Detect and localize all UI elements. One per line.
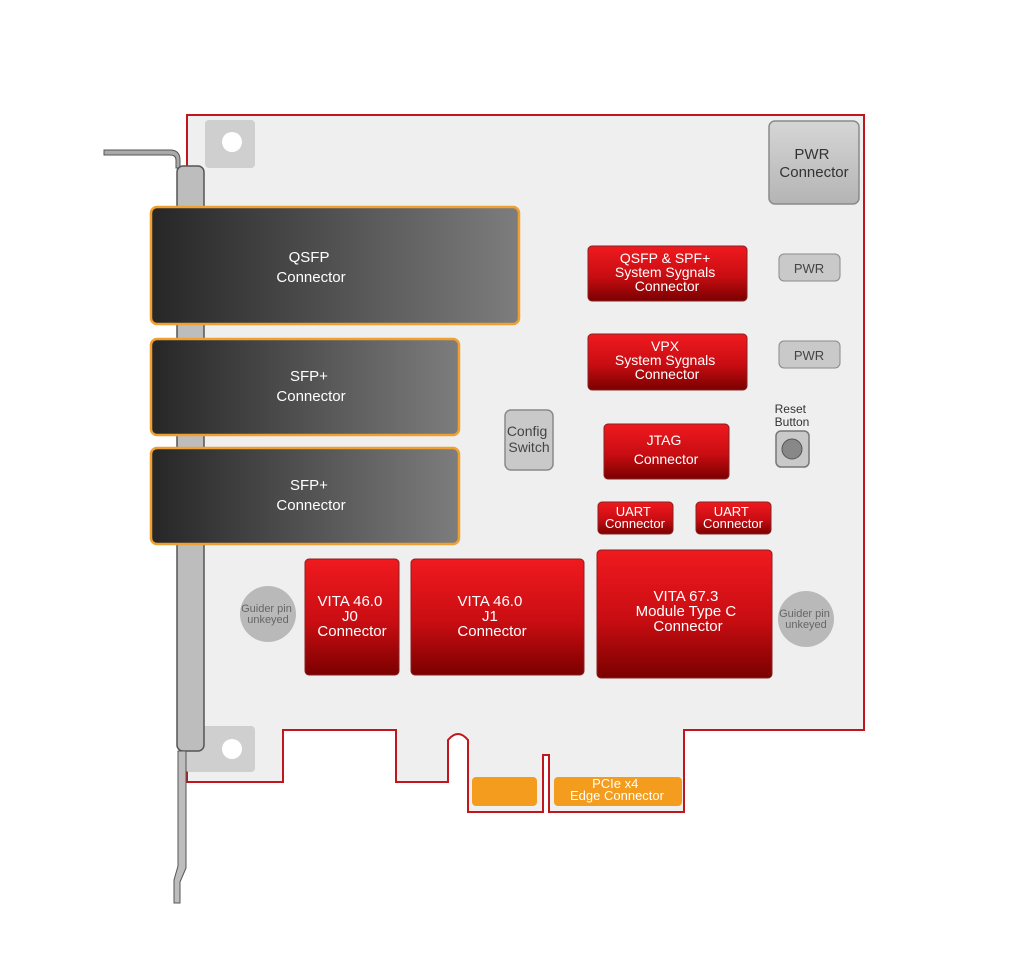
edge-finger-short [472,777,537,806]
jtag-label: JTAG Connector [634,432,699,467]
mount-hole-top [222,132,242,152]
uart-connector-1 [597,501,674,535]
reset-button-cap [781,438,803,460]
uart-2-label: UART Connector [703,504,764,531]
config-switch [504,409,554,471]
mount-hole-bottom [222,739,242,759]
uart-connector-2 [695,501,772,535]
vita-j0-label: VITA 46.0 J0 Connector [317,593,386,640]
guider-left-label: Guider pin unkeyed [241,603,295,626]
pwr-led-2-label: PWR [794,348,824,363]
edge-finger-long [554,777,682,806]
pwr-led-1-label: PWR [794,261,824,276]
bracket-top-lip [103,149,181,169]
qsfp-sys-connector [587,245,748,302]
uart-1-label: UART Connector [605,504,666,531]
qsfp-label: QSFP Connector [276,249,345,286]
vpx-sys-connector [587,333,748,391]
sfp-bottom-label: SFP+ Connector [276,477,345,514]
vita-j1-connector [410,558,585,676]
sfp-cage-bottom [149,446,461,546]
vita-j1-label: VITA 46.0 J1 Connector [457,593,526,640]
guider-pin-right [778,591,834,647]
reset-label: Reset Button [775,402,810,429]
vita-j0-connector [304,558,400,676]
vpx-sys-label: VPX System Sygnals Connector [615,338,719,382]
vita-67-connector [596,549,773,679]
pwr-connector-label: PWR Connector [779,146,848,181]
qsfp-sys-label: QSFP & SPF+ System Sygnals Connector [615,250,719,294]
guider-right-label: Guider pin unkeyed [779,608,833,631]
pwr-led-2 [778,340,841,369]
pcie-label: PCIe x4 Edge Connector [570,776,665,803]
vita-67-label: VITA 67.3 Module Type C Connector [636,588,741,635]
sfp-cage-top [149,337,461,437]
qsfp-cage [149,205,521,326]
guider-pin-left [240,586,296,642]
config-label: Config Switch [507,423,551,455]
pwr-led-1 [778,253,841,282]
jtag-connector [603,423,730,480]
pwr-connector [768,120,860,205]
sfp-top-label: SFP+ Connector [276,368,345,405]
bracket-tail [173,750,187,904]
